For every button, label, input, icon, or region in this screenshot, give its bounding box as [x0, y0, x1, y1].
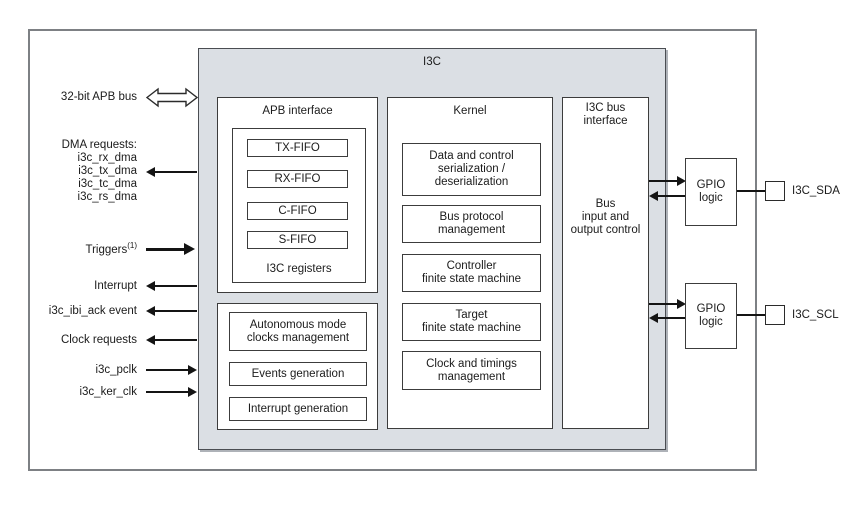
dma-signal-rx: i3c_rx_dma: [77, 152, 137, 164]
dma-requests-label-group: DMA requests: i3c_rx_dma i3c_tx_dma i3c_…: [30, 139, 137, 204]
scl-pad-wire: [737, 314, 765, 316]
controller-fsm-box: Controller finite state machine: [402, 254, 541, 292]
scl-in-arrow-icon: [649, 313, 685, 323]
triggers-label: Triggers(1): [30, 241, 137, 257]
gpio-logic-scl-box: GPIO logic: [685, 283, 737, 349]
apb-bus-label: 32-bit APB bus: [60, 91, 137, 103]
autonomous-clocks-box: Autonomous mode clocks management: [229, 312, 367, 351]
clock-timings-box: Clock and timings management: [402, 351, 541, 390]
sda-pad-wire: [737, 190, 765, 192]
bus-protocol-box: Bus protocol management: [402, 205, 541, 243]
kernel-title: Kernel: [453, 105, 487, 117]
gpio-logic-sda-box: GPIO logic: [685, 158, 737, 226]
i3c-bus-interface-title: I3C bus interface: [583, 102, 628, 127]
apb-interface-title: APB interface: [262, 105, 333, 117]
sda-pin-label: I3C_SDA: [792, 185, 840, 197]
events-generation-box: Events generation: [229, 362, 367, 386]
interrupt-label: Interrupt: [94, 280, 137, 292]
clock-requests-label: Clock requests: [60, 334, 137, 346]
scl-pin-label: I3C_SCL: [792, 309, 839, 321]
s-fifo-box: S-FIFO: [247, 231, 348, 249]
scl-out-arrow-icon: [649, 299, 686, 309]
sda-pad-icon: [765, 181, 785, 201]
sda-in-arrow-icon: [649, 191, 685, 201]
scl-pad-icon: [765, 305, 785, 325]
bidirectional-bus-arrow-icon: [146, 87, 198, 108]
bus-io-control-label: Bus input and output control: [570, 198, 641, 236]
ker-clk-label: i3c_ker_clk: [79, 386, 137, 398]
i3c-block-title: I3C: [423, 56, 441, 68]
ibi-ack-arrow-icon: [146, 306, 197, 316]
clock-requests-arrow-icon: [146, 335, 197, 345]
ker-clk-arrow-icon: [146, 387, 197, 397]
triggers-arrow-icon: [146, 243, 195, 255]
dma-signal-rs: i3c_rs_dma: [77, 191, 137, 203]
dma-requests-header: DMA requests:: [61, 139, 137, 151]
sda-out-arrow-icon: [649, 176, 686, 186]
tx-fifo-box: TX-FIFO: [247, 139, 348, 157]
dma-signal-tc: i3c_tc_dma: [78, 178, 137, 190]
i3c-registers-label: I3C registers: [266, 263, 332, 275]
target-fsm-box: Target finite state machine: [402, 303, 541, 341]
c-fifo-box: C-FIFO: [247, 202, 348, 220]
serialization-box: Data and control serialization / deseria…: [402, 143, 541, 196]
dma-requests-arrow-icon: [146, 167, 197, 177]
pclk-arrow-icon: [146, 365, 197, 375]
interrupt-generation-box: Interrupt generation: [229, 397, 367, 421]
triggers-text: Triggers: [85, 244, 128, 256]
pclk-label: i3c_pclk: [95, 364, 137, 376]
rx-fifo-box: RX-FIFO: [247, 170, 348, 188]
ibi-ack-event-label: i3c_ibi_ack event: [48, 305, 137, 317]
i3c-bus-interface-box: [562, 97, 649, 429]
interrupt-arrow-icon: [146, 281, 197, 291]
triggers-footnote: (1): [127, 241, 137, 251]
dma-signal-tx: i3c_tx_dma: [78, 165, 137, 177]
